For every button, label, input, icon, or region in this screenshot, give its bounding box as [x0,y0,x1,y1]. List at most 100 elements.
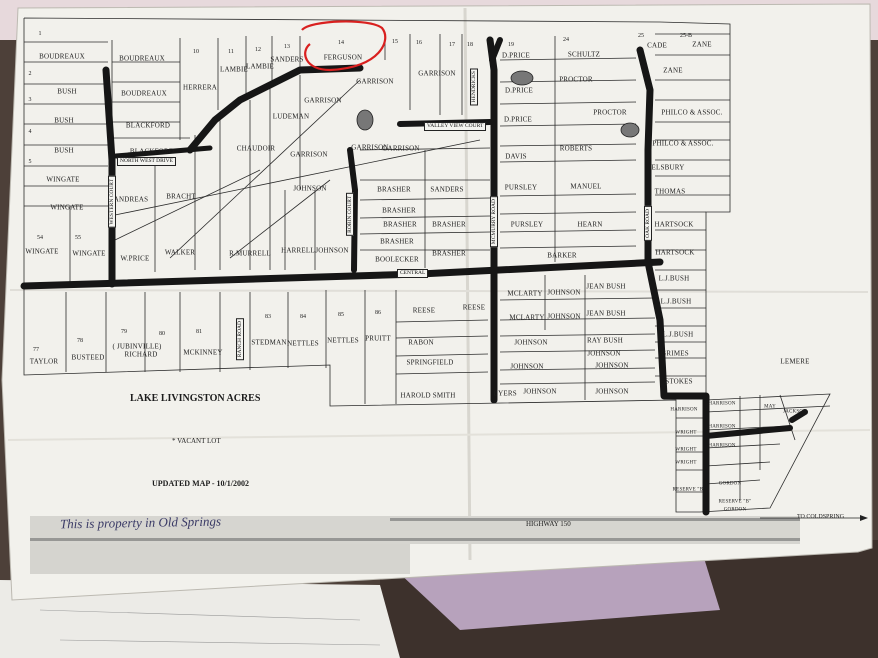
lot-label: DAVIS [505,152,527,161]
lot-number: 2 [28,71,32,77]
lot-label: PRUITT [365,334,391,343]
lot-label: WRIGHT [675,430,697,436]
lot-label: HARTSOCK [654,220,694,229]
lot-label: MAY [764,404,776,410]
lot-label-circled: FERGUSON [323,53,363,62]
lot-label: BOUDREAUX [119,54,165,63]
lot-label: GARRISON [418,69,456,78]
lot-label: BOUDREAUX [39,52,85,61]
lot-label: SCHULTZ [567,50,601,59]
lot-label: TAYLOR [29,357,59,366]
arrow-right-icon [860,515,868,521]
lot-label: RESERVE "B" [672,487,706,493]
lot-label: BUSTEED [71,353,105,362]
pond-icon [356,109,374,131]
highway-label: HIGHWAY 150 [526,520,571,528]
lot-number: 84 [300,314,306,320]
lot-label: BARKER [547,251,577,260]
lot-label: HARRISON [708,401,736,407]
lot-number: 19 [508,42,514,48]
lot-label: BOUDREAUX [121,89,167,98]
road-label: ROBIN COURT [346,193,354,236]
lot-label: GARRISON [290,150,328,159]
road-label: CENTRAL [397,269,429,278]
lot-label: JOHNSON [510,362,544,371]
lot-label: WRIGHT [675,447,697,453]
lot-number: 1 [38,31,42,37]
lot-label: PROCTOR [559,75,593,84]
road-label: WESTERN COURT [108,176,116,228]
map-title: LAKE LIVINGSTON ACRES [130,393,261,404]
lot-label: WALKER [164,248,196,257]
lot-number: 18 [467,42,473,48]
lot-label: JOHNSON [315,246,349,255]
lot-label: BRASHER [432,220,466,229]
lot-label: LAMBIE [219,65,249,74]
lot-number: 15 [392,39,398,45]
lot-label: WINGATE [46,175,80,184]
lot-label: GORDON [723,507,747,513]
lot-label: STOKES [665,377,693,386]
lot-label: HERRERA [182,83,218,92]
lot-label: RICHARD [124,350,158,359]
lot-label: JACKSON [783,409,807,415]
lot-number: 3 [28,97,32,103]
lot-number: 10 [193,49,199,55]
lot-number: 16 [416,40,422,46]
lot-label: MCLARTY [509,313,545,322]
lot-label: BOOLECKER [375,255,419,264]
lot-label: LUDEMAN [272,112,310,121]
lot-label: HARRISON [708,424,736,430]
lot-label: L.J.BUSH [660,297,692,306]
lot-label: D.PRICE [504,86,534,95]
lot-label: GRIMES [661,349,689,358]
lot-label: BUSH [54,116,74,125]
lot-label: GARRISON [304,96,342,105]
lot-label: WINGATE [50,203,84,212]
lot-label: BRASHER [377,185,411,194]
lot-number: 77 [33,347,39,353]
lot-label: SANDERS [270,55,304,64]
lot-label: JOHNSON [293,184,327,193]
pond-icon [620,122,640,138]
lot-label: GARRISON [351,143,389,152]
lot-number: 12 [255,47,261,53]
lot-label: PURSLEY [504,183,538,192]
lot-label: HEARN [577,220,603,229]
lot-number: 80 [159,331,165,337]
lot-label: ANDREAS [113,195,149,204]
lot-label: HARTSOCK [655,248,695,257]
lot-number: 55 [75,235,81,241]
lot-number: 24 [563,37,569,43]
lot-label: JOHNSON [595,361,629,370]
lot-number: 17 [449,42,455,48]
lot-label: JEAN BUSH [586,309,626,318]
lot-number: 25 [638,33,644,39]
lot-label: WINGATE [72,249,106,258]
lot-label: NETTLES [287,339,319,348]
lot-label: THOMAS [654,187,686,196]
lot-label: BUSH [57,87,77,96]
lot-label: REESE [462,303,486,312]
lot-label: HARRISON [708,443,736,449]
lot-label: JEAN BUSH [586,282,626,291]
lot-label: ( JUBINVILLE) [112,342,162,351]
road-label: VALLEY VIEW COURT [424,122,487,131]
pond-icon [510,70,534,86]
lot-label: GARRISON [356,77,394,86]
lot-number: 83 [265,314,271,320]
lot-number: 79 [121,329,127,335]
lot-label: GARRISON [382,144,420,153]
lot-label: RAY BUSH [587,336,623,345]
road-label: NORTH WEST DRIVE [117,157,176,166]
red-circle-highlight [301,20,387,72]
lot-label: CHAUDOIR [236,144,276,153]
map-paper [1,3,873,601]
road-label: HENDRICKS [470,68,478,106]
lot-label: BRASHER [383,220,417,229]
lot-number: 11 [228,49,234,55]
lot-label: PHILCO & ASSOC. [652,139,714,148]
lot-label: BRACHT [166,192,196,201]
